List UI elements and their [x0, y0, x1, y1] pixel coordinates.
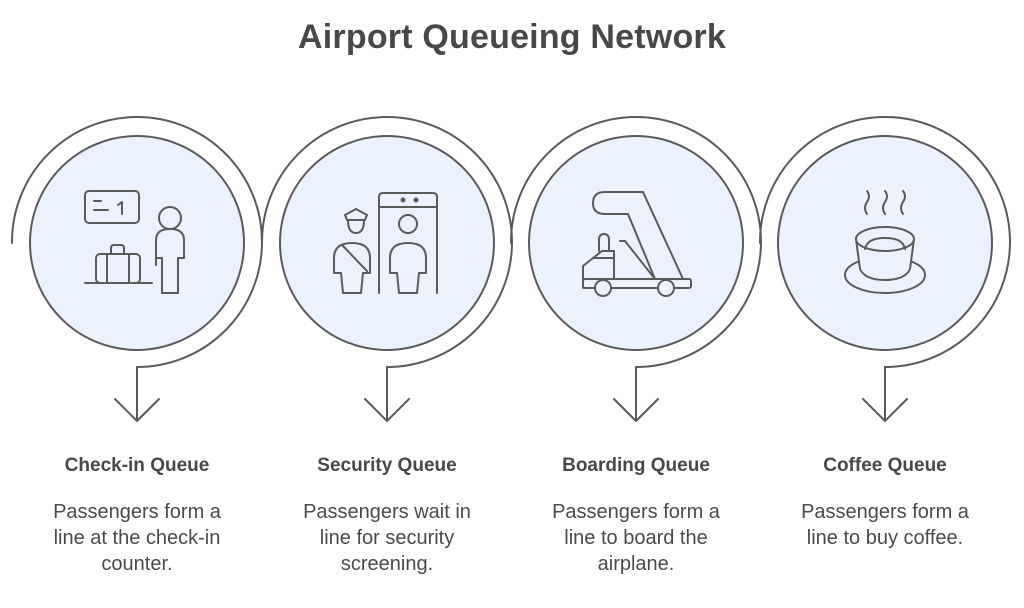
step-title: Check-in Queue: [64, 455, 210, 476]
step-card-coffee: Coffee Queue Passengers form a line to b…: [770, 455, 1000, 551]
check-in-counter-icon: [84, 190, 185, 294]
arrow-down-icon: [613, 398, 659, 422]
step-card-boarding: Boarding Queue Passengers form a line to…: [521, 455, 751, 577]
arrow-down-icon: [114, 398, 160, 422]
outer-ring-arc: [758, 116, 1011, 368]
node-circle: [279, 135, 495, 351]
boarding-stairs-truck-icon: [582, 191, 692, 297]
step-node-check-in: [10, 116, 263, 422]
step-node-security: [260, 116, 513, 422]
page-title: Airport Queueing Network: [298, 18, 726, 56]
step-title: Boarding Queue: [562, 455, 710, 476]
step-description: Passengers form a line to buy coffee.: [801, 501, 969, 549]
outer-ring-arc: [509, 116, 762, 368]
step-title: Security Queue: [317, 455, 457, 476]
step-description: Passengers wait in line for security scr…: [303, 501, 471, 575]
outer-ring-arc: [260, 116, 513, 368]
step-node-boarding: [509, 116, 762, 422]
node-circle: [528, 135, 744, 351]
step-description: Passengers form a line to board the airp…: [552, 501, 720, 575]
step-node-coffee: [758, 116, 1011, 422]
arrow-down-icon: [364, 398, 410, 422]
step-title: Coffee Queue: [823, 455, 947, 476]
security-screening-icon: [333, 192, 438, 294]
arrow-down-icon: [862, 398, 908, 422]
step-description: Passengers form a line at the check-in c…: [53, 501, 221, 575]
outer-ring-arc: [10, 116, 263, 368]
step-card-check-in: Check-in Queue Passengers form a line at…: [22, 455, 252, 577]
node-circle: [29, 135, 245, 351]
step-card-security: Security Queue Passengers wait in line f…: [272, 455, 502, 577]
coffee-cup-icon: [844, 190, 926, 294]
